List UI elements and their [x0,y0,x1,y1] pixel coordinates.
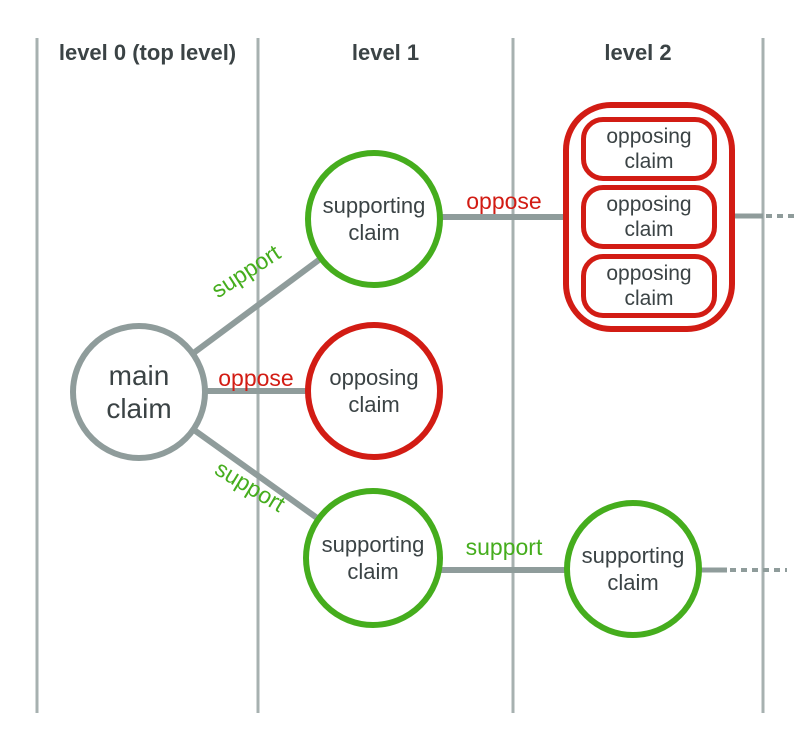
node-label: opposing claim [606,124,692,173]
node-supporting-claim-level1-bottom: supporting claim [303,488,443,628]
node-supporting-claim-level1-top: supporting claim [305,150,443,288]
node-supporting-claim-level2: supporting claim [564,500,702,638]
node-main-claim-label: main claim [106,360,172,424]
node-label: opposing claim [606,261,692,310]
edge-label-oppose-level2: oppose [466,188,542,214]
edge-label-support-level2: support [465,534,543,560]
node-opposing-claim-chip: opposing claim [581,116,717,181]
node-label: opposing claim [329,365,419,417]
column-header-level-2: level 2 [604,40,672,65]
column-header-level-0: level 0 (top level) [58,40,237,65]
node-label: supporting claim [321,532,425,584]
node-opposing-claim-level1: opposing claim [305,322,443,460]
edge-label-oppose-mid: oppose [218,365,294,391]
column-header-level-1: level 1 [351,40,420,65]
node-label: supporting claim [581,543,685,595]
node-opposing-claim-chip: opposing claim [581,253,717,318]
node-label: supporting claim [322,193,426,245]
node-group-opposing-claims-level2: opposing claim opposing claim opposing c… [563,102,735,332]
node-label: opposing claim [606,193,692,241]
node-main-claim: main claim [70,323,208,461]
node-opposing-claim-chip: opposing claim [581,185,717,249]
